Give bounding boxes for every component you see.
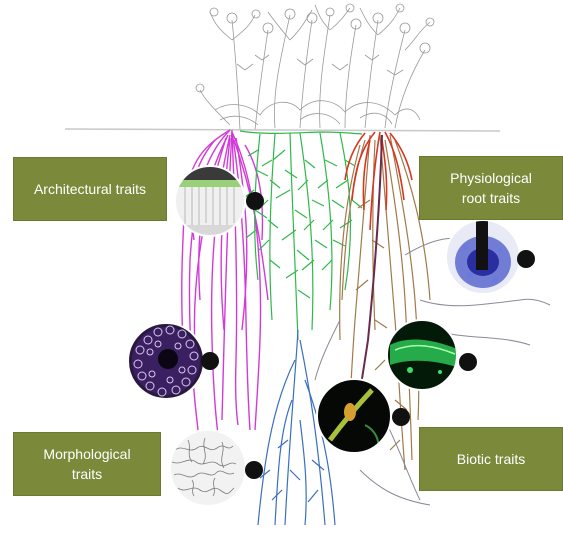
anatomical-marker-dot xyxy=(201,352,219,370)
morphological-marker-dot xyxy=(245,461,263,479)
physiological-marker-dot xyxy=(517,250,535,268)
plant-canopy xyxy=(196,4,434,130)
biotic-traits-label: Biotic traits xyxy=(419,427,563,491)
physiological-root-traits-label: Physiological root traits xyxy=(419,156,563,220)
biotic-hypha-inset xyxy=(317,379,391,453)
morphological-inset xyxy=(170,430,246,506)
anatomical-inset xyxy=(128,323,204,399)
biotic-hypha-marker-dot xyxy=(392,408,410,426)
soil-surface-line xyxy=(65,129,500,131)
biotic-green-marker-dot xyxy=(459,353,477,371)
architectural-marker-dot xyxy=(246,192,264,210)
morphological-traits-label: Morphological traits xyxy=(13,432,161,496)
physiological-inset xyxy=(446,220,520,294)
architectural-traits-label: Architectural traits xyxy=(13,157,167,221)
architectural-inset xyxy=(175,166,245,237)
biotic-green-inset xyxy=(387,320,460,390)
